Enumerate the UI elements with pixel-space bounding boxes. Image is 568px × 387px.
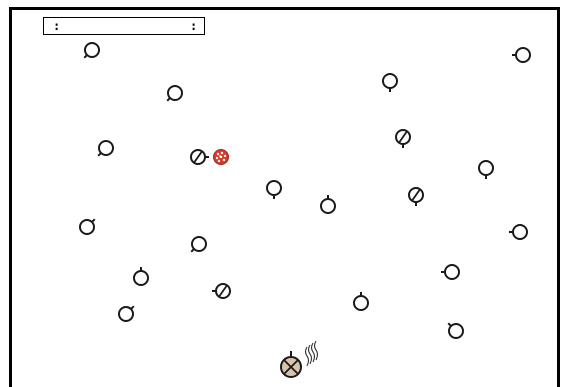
agent-icon[interactable] xyxy=(84,43,99,58)
target-dot-icon[interactable] xyxy=(214,150,229,165)
arena-border xyxy=(9,8,560,387)
blocked-agent-icon[interactable] xyxy=(212,284,230,298)
agent-icon[interactable] xyxy=(448,323,463,338)
blocked-agent-icon[interactable] xyxy=(191,150,209,164)
agent-icon[interactable] xyxy=(321,195,335,213)
agent-icon[interactable] xyxy=(509,225,527,239)
blocked-agent-icon[interactable] xyxy=(396,130,410,148)
agent-icon[interactable] xyxy=(167,86,182,101)
agent-icon[interactable] xyxy=(512,48,530,62)
blocked-agent-icon[interactable] xyxy=(409,188,423,206)
agent-icon[interactable] xyxy=(383,74,397,92)
agent-icon[interactable] xyxy=(80,219,95,234)
player-icon[interactable] xyxy=(281,351,301,377)
agent-icon[interactable] xyxy=(441,265,459,279)
hud-left-readout: : xyxy=(53,18,60,34)
agent-icon[interactable] xyxy=(479,161,493,179)
agent-icon[interactable] xyxy=(267,181,281,199)
hud-right-readout: : xyxy=(190,18,197,34)
agent-icon[interactable] xyxy=(98,141,113,156)
agent-icon[interactable] xyxy=(191,237,206,252)
agent-icon[interactable] xyxy=(119,306,134,321)
agent-icon[interactable] xyxy=(354,292,368,310)
agents-layer xyxy=(80,43,530,338)
hud-readout-bar: : : xyxy=(43,17,205,35)
wind-lines-icon xyxy=(306,341,318,366)
agent-icon[interactable] xyxy=(134,267,148,285)
